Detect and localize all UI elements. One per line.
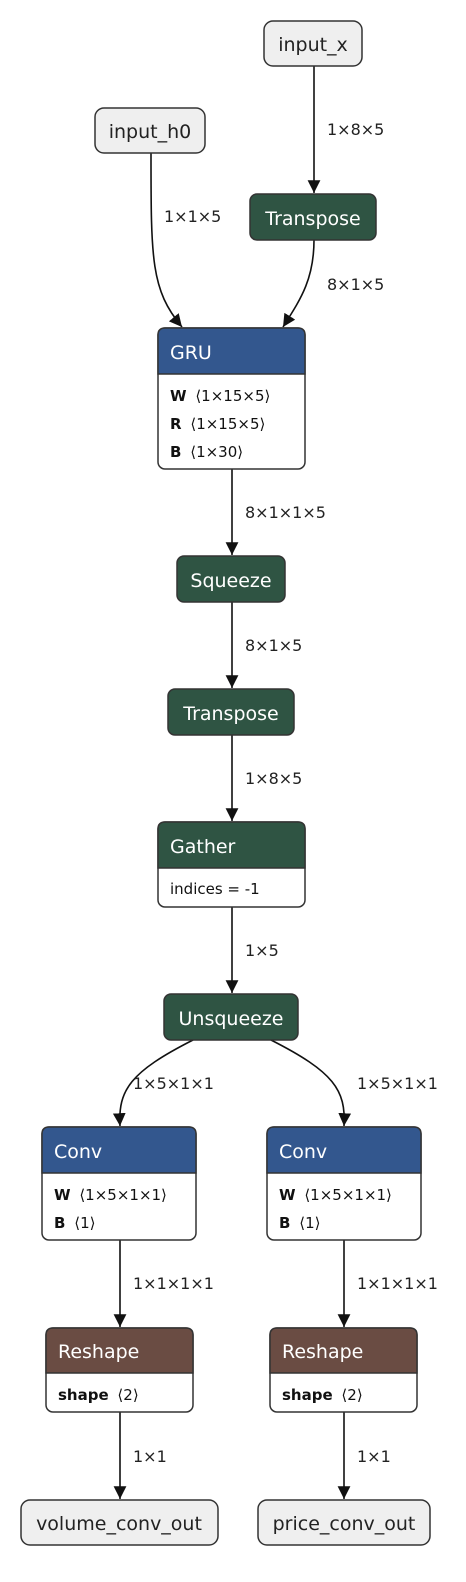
node-transpose-2-title: Transpose	[182, 703, 278, 725]
node-conv-right-title: Conv	[279, 1141, 327, 1163]
edge-transpose-to-gru	[282, 239, 315, 328]
node-conv-left-attr-w-value: ⟨1×5×1×1⟩	[79, 1186, 167, 1204]
edge-label-unsqueeze-to-conv-right: 1×5×1×1	[357, 1074, 438, 1093]
node-gather[interactable]: Gather indices = -1	[157, 821, 306, 908]
input-node-h0[interactable]: input_h0	[94, 107, 206, 154]
node-conv-right-attr-w-name: W	[279, 1186, 296, 1204]
node-reshape-left[interactable]: Reshape shape ⟨2⟩	[45, 1327, 194, 1413]
node-gru-attr-b-value: ⟨1×30⟩	[190, 443, 243, 461]
edge-unsqueeze-to-conv-right	[270, 1039, 352, 1127]
edges	[112, 66, 352, 1499]
node-reshape-left-attr-shape: shape ⟨2⟩	[58, 1386, 139, 1404]
input-node-x-label: input_x	[278, 34, 348, 56]
edge-label-reshape-right-to-out: 1×1	[357, 1447, 391, 1466]
node-conv-right-attr-b: B ⟨1⟩	[279, 1214, 320, 1232]
edge-label-reshape-left-to-out: 1×1	[133, 1447, 167, 1466]
node-unsqueeze[interactable]: Unsqueeze	[163, 993, 299, 1041]
node-squeeze-title: Squeeze	[190, 570, 271, 592]
input-node-x[interactable]: input_x	[263, 20, 363, 67]
node-conv-right-attr-w-value: ⟨1×5×1×1⟩	[304, 1186, 392, 1204]
node-transpose-2[interactable]: Transpose	[167, 688, 295, 736]
node-squeeze[interactable]: Squeeze	[176, 555, 286, 603]
node-reshape-right-attr-shape: shape ⟨2⟩	[282, 1386, 363, 1404]
node-conv-right-attr-b-value: ⟨1⟩	[299, 1214, 320, 1232]
node-gather-attr: indices = -1	[170, 880, 260, 898]
node-gru-attr-w-value: ⟨1×15×5⟩	[195, 387, 270, 405]
node-gather-title: Gather	[170, 836, 236, 858]
output-node-volume[interactable]: volume_conv_out	[20, 1499, 219, 1546]
edge-label-gru-to-squeeze: 8×1×1×5	[245, 503, 326, 522]
node-reshape-right-attr-shape-name: shape	[282, 1386, 333, 1404]
node-conv-left[interactable]: Conv W ⟨1×5×1×1⟩ B ⟨1⟩	[41, 1126, 197, 1241]
node-conv-left-attr-b-value: ⟨1⟩	[74, 1214, 95, 1232]
node-gru-title: GRU	[170, 342, 212, 364]
node-conv-right[interactable]: Conv W ⟨1×5×1×1⟩ B ⟨1⟩	[266, 1126, 422, 1241]
node-reshape-right-attr-shape-value: ⟨2⟩	[341, 1386, 362, 1404]
node-gru[interactable]: GRU W ⟨1×15×5⟩ R ⟨1×15×5⟩ B ⟨1×30⟩	[157, 327, 306, 470]
node-reshape-right-title: Reshape	[282, 1341, 363, 1363]
node-reshape-left-attr-shape-name: shape	[58, 1386, 109, 1404]
node-gru-attr-w: W ⟨1×15×5⟩	[170, 387, 270, 405]
output-node-price-label: price_conv_out	[273, 1513, 416, 1535]
edge-label-conv-right-to-reshape: 1×1×1×1	[357, 1274, 438, 1293]
input-node-h0-label: input_h0	[109, 121, 192, 143]
node-reshape-left-title: Reshape	[58, 1341, 139, 1363]
edge-label-conv-left-to-reshape: 1×1×1×1	[133, 1274, 214, 1293]
node-conv-right-attr-w: W ⟨1×5×1×1⟩	[279, 1186, 392, 1204]
edge-label-h0-to-gru: 1×1×5	[164, 207, 221, 226]
node-conv-left-attr-w: W ⟨1×5×1×1⟩	[54, 1186, 167, 1204]
node-conv-right-attr-b-name: B	[279, 1214, 290, 1232]
node-conv-left-title: Conv	[54, 1141, 102, 1163]
node-unsqueeze-title: Unsqueeze	[179, 1008, 284, 1030]
node-gru-attr-w-name: W	[170, 387, 187, 405]
edge-label-x-to-transpose: 1×8×5	[327, 120, 384, 139]
edge-label-squeeze-to-transpose: 8×1×5	[245, 636, 302, 655]
node-gru-attr-r: R ⟨1×15×5⟩	[170, 415, 265, 433]
node-transpose-1-title: Transpose	[264, 208, 360, 230]
edge-h0-to-gru	[150, 152, 183, 328]
node-conv-left-attr-b-name: B	[54, 1214, 65, 1232]
node-gru-attr-r-value: ⟨1×15×5⟩	[190, 415, 265, 433]
edge-label-transpose-to-gather: 1×8×5	[245, 769, 302, 788]
node-gru-attr-b: B ⟨1×30⟩	[170, 443, 243, 461]
node-gru-attr-r-name: R	[170, 415, 182, 433]
edge-label-unsqueeze-to-conv-left: 1×5×1×1	[133, 1074, 214, 1093]
output-node-volume-label: volume_conv_out	[36, 1513, 202, 1535]
edge-label-gather-to-unsqueeze: 1×5	[245, 941, 279, 960]
node-transpose-1[interactable]: Transpose	[249, 193, 377, 241]
node-conv-left-attr-b: B ⟨1⟩	[54, 1214, 95, 1232]
edge-unsqueeze-to-conv-left	[112, 1039, 194, 1127]
node-conv-left-attr-w-name: W	[54, 1186, 71, 1204]
node-reshape-right[interactable]: Reshape shape ⟨2⟩	[269, 1327, 418, 1413]
node-gru-attr-b-name: B	[170, 443, 181, 461]
node-reshape-left-attr-shape-value: ⟨2⟩	[117, 1386, 138, 1404]
output-node-price[interactable]: price_conv_out	[257, 1499, 431, 1546]
edge-label-transpose-to-gru: 8×1×5	[327, 275, 384, 294]
edge-labels: 1×8×5 1×1×5 8×1×5 8×1×1×5 8×1×5 1×8×5 1×…	[133, 120, 438, 1466]
